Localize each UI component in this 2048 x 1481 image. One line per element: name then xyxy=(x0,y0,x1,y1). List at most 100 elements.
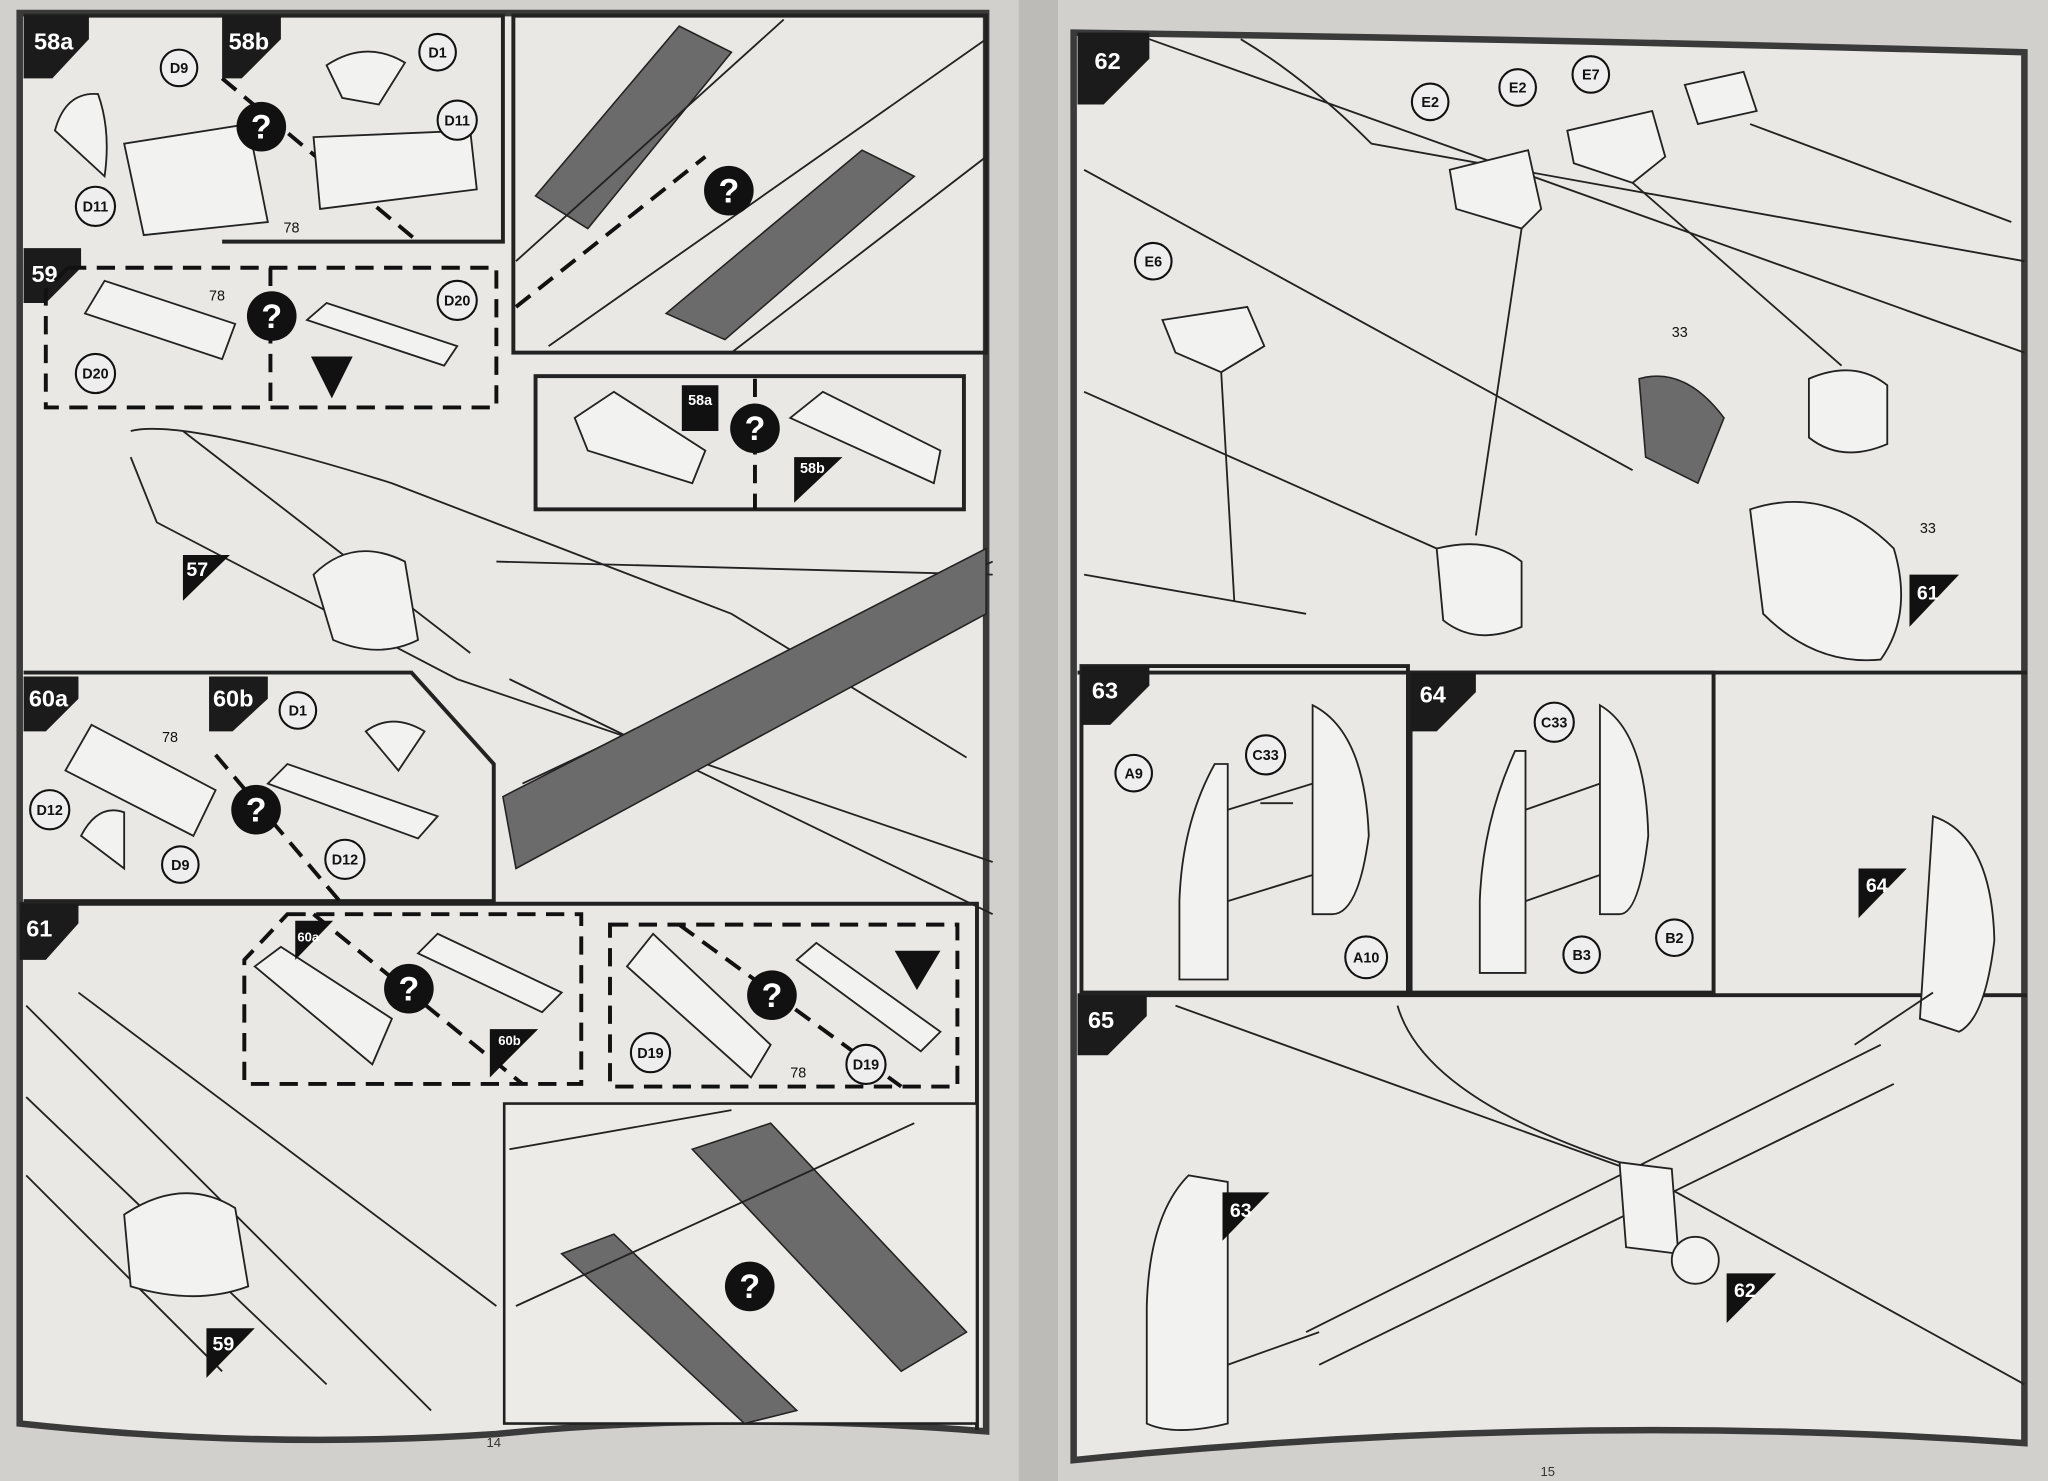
svg-text:64: 64 xyxy=(1866,875,1888,897)
callout-a9: A9 xyxy=(1114,753,1154,793)
step-label-59: 59 xyxy=(31,261,57,287)
svg-text:?: ? xyxy=(718,172,739,210)
svg-text:60a: 60a xyxy=(297,930,320,945)
svg-text:60b: 60b xyxy=(498,1033,521,1048)
callout-d20b: D20 xyxy=(436,279,478,322)
part-d20b xyxy=(305,301,459,367)
step-61: 61 60a 60b ? D19 D19 78 ? ? 59 xyxy=(19,901,979,1431)
step-marker-62 xyxy=(1726,1273,1777,1323)
svg-text:?: ? xyxy=(739,1268,760,1306)
right-page-frame xyxy=(1070,29,2028,1464)
step-label-63: 63 xyxy=(1092,678,1118,704)
step-marker-61 xyxy=(1909,574,1960,627)
svg-text:63: 63 xyxy=(1230,1200,1252,1222)
part-d9 xyxy=(53,93,108,179)
marker-58b xyxy=(794,457,843,503)
step-label-58a: 58a xyxy=(34,29,74,55)
step-tag-60a xyxy=(23,676,79,732)
step-tag-64 xyxy=(1410,672,1476,732)
callout-d20: D20 xyxy=(74,352,117,395)
svg-text:D9: D9 xyxy=(170,61,188,77)
ref-78: 78 xyxy=(284,220,300,236)
svg-text:58b: 58b xyxy=(800,461,825,477)
question-icon: ? xyxy=(747,970,797,1020)
svg-text:D11: D11 xyxy=(444,113,470,129)
svg-text:E7: E7 xyxy=(1582,68,1600,84)
page-number-right: 15 xyxy=(1540,1464,1555,1479)
part-d11b xyxy=(312,129,478,210)
step-label-65: 65 xyxy=(1088,1007,1114,1033)
svg-text:D11: D11 xyxy=(83,200,109,216)
svg-text:D19: D19 xyxy=(853,1058,879,1074)
step-58: 58a 58b D9 D11 78 D1 D11 ? xyxy=(23,13,505,244)
question-icon: ? xyxy=(246,291,297,341)
rudder-right xyxy=(1311,703,1370,916)
left-page: 58a 58b D9 D11 78 D1 D11 ? ? 59 xyxy=(16,9,994,1450)
svg-text:D12: D12 xyxy=(37,803,63,819)
callout-d9: D9 xyxy=(159,48,199,88)
callout-e7: E7 xyxy=(1571,55,1611,94)
svg-text:?: ? xyxy=(261,298,282,336)
callout-d11b: D11 xyxy=(436,99,478,141)
svg-text:E6: E6 xyxy=(1145,254,1163,270)
svg-text:D1: D1 xyxy=(428,45,446,61)
svg-text:?: ? xyxy=(399,970,420,1008)
svg-text:58a: 58a xyxy=(688,393,713,409)
ref-78: 78 xyxy=(790,1065,806,1081)
engine-nacelle xyxy=(1807,369,1889,454)
marker-57-label: 57 xyxy=(186,559,208,581)
svg-text:D1: D1 xyxy=(289,704,307,720)
svg-text:D20: D20 xyxy=(444,294,470,310)
ref-33: 33 xyxy=(1672,325,1688,341)
svg-text:?: ? xyxy=(745,410,766,448)
step-62: 62 E2 E2 E7 E6 33 33 61 xyxy=(1077,32,2028,675)
step-tag-58b xyxy=(222,15,281,79)
step-label-58b: 58b xyxy=(229,29,270,55)
spine-fold xyxy=(1018,0,1058,1481)
callout-d11: D11 xyxy=(74,185,117,227)
svg-text:?: ? xyxy=(246,791,267,829)
part-e6 xyxy=(1161,305,1266,374)
part-d11 xyxy=(123,123,269,237)
svg-text:D19: D19 xyxy=(637,1046,663,1062)
callout-e2b: E2 xyxy=(1498,68,1537,107)
callout-d19b: D19 xyxy=(845,1043,887,1086)
svg-text:E2: E2 xyxy=(1509,81,1527,97)
step-59: 59 D20 D20 78 ? 57 xyxy=(23,248,994,916)
part-d1 xyxy=(325,50,407,106)
question-icon: ? xyxy=(231,784,281,835)
step-tag-65 xyxy=(1077,995,1147,1056)
callout-d12: D12 xyxy=(29,789,71,831)
triangle-marker xyxy=(310,356,353,399)
canopy-33 xyxy=(1638,375,1725,485)
callout-c33: C33 xyxy=(1244,734,1287,776)
engine-nacelle xyxy=(123,1192,250,1298)
right-page: 62 E2 E2 E7 E6 33 33 61 63 xyxy=(1070,29,2028,1479)
page-number-left: 14 xyxy=(487,1435,502,1450)
step-label-64: 64 xyxy=(1420,682,1446,708)
callout-d1: D1 xyxy=(418,32,457,72)
step-65: 65 64 63 62 xyxy=(1077,815,2028,1431)
callout-d9: D9 xyxy=(160,845,200,884)
question-icon: ? xyxy=(724,1261,775,1312)
step-tag-59 xyxy=(23,248,82,303)
step-tag-63 xyxy=(1081,666,1150,725)
svg-text:C33: C33 xyxy=(1541,715,1567,731)
svg-text:B2: B2 xyxy=(1665,931,1683,947)
svg-text:59: 59 xyxy=(213,1333,235,1355)
question-icon: ? xyxy=(236,101,287,152)
part-d20 xyxy=(83,279,237,361)
tail-wheel-opening xyxy=(1670,1235,1720,1285)
svg-text:A9: A9 xyxy=(1125,766,1143,782)
callout-e6: E6 xyxy=(1133,241,1173,281)
svg-text:?: ? xyxy=(251,108,272,146)
callout-e2: E2 xyxy=(1410,82,1450,122)
callout-c33: C33 xyxy=(1533,701,1575,743)
rudder-left xyxy=(1478,750,1527,974)
nose-section xyxy=(1749,501,1903,662)
part-e7 xyxy=(1683,70,1758,126)
callout-d1: D1 xyxy=(278,691,318,730)
engine-nacelle xyxy=(1435,543,1523,637)
svg-text:?: ? xyxy=(762,977,783,1015)
